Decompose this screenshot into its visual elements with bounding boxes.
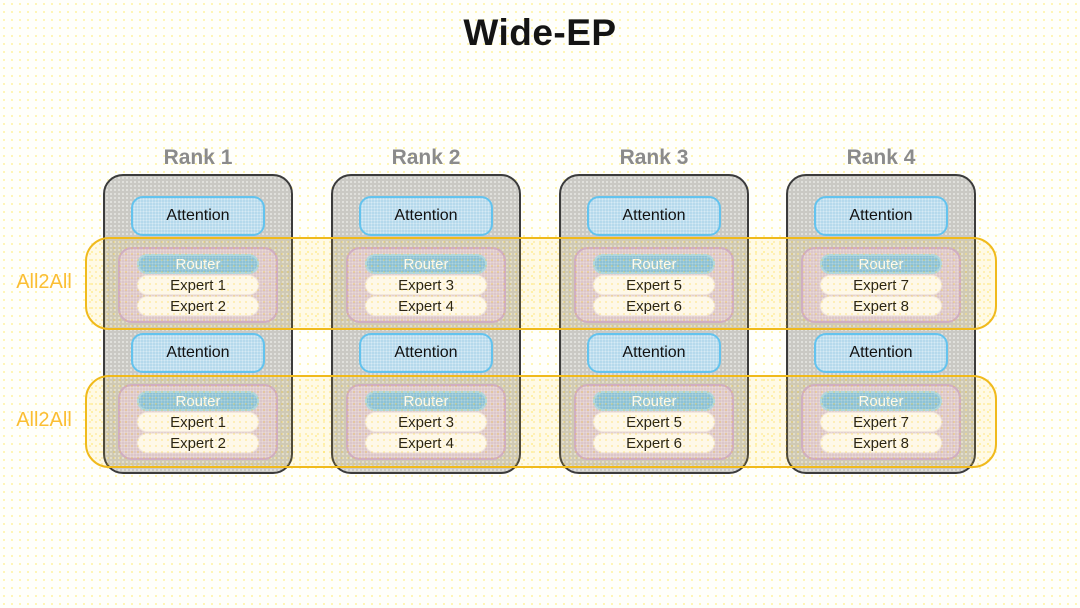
router-block: Router bbox=[365, 391, 487, 411]
attention-block: Attention bbox=[814, 196, 948, 236]
page-title: Wide-EP bbox=[463, 12, 617, 53]
rank-column-1: Rank 1 Attention Router Expert 1 Expert … bbox=[103, 146, 293, 476]
moe-group: Router Expert 5 Expert 6 bbox=[574, 247, 734, 323]
expert-block: Expert 3 bbox=[365, 412, 487, 432]
rank-container: Attention Router Expert 1 Expert 2 Atten… bbox=[103, 174, 293, 474]
expert-block: Expert 4 bbox=[365, 296, 487, 316]
rank-title: Rank 3 bbox=[619, 146, 689, 169]
router-block: Router bbox=[593, 254, 715, 274]
expert-block: Expert 7 bbox=[820, 412, 942, 432]
moe-group: Router Expert 3 Expert 4 bbox=[346, 384, 506, 460]
expert-block: Expert 4 bbox=[365, 433, 487, 453]
expert-block: Expert 8 bbox=[820, 433, 942, 453]
rank-container: Attention Router Expert 7 Expert 8 Atten… bbox=[786, 174, 976, 474]
attention-block: Attention bbox=[131, 196, 265, 236]
expert-block: Expert 8 bbox=[820, 296, 942, 316]
moe-group: Router Expert 1 Expert 2 bbox=[118, 384, 278, 460]
expert-block: Expert 1 bbox=[137, 275, 259, 295]
expert-block: Expert 1 bbox=[137, 412, 259, 432]
rank-container: Attention Router Expert 3 Expert 4 Atten… bbox=[331, 174, 521, 474]
expert-block: Expert 6 bbox=[593, 433, 715, 453]
expert-block: Expert 6 bbox=[593, 296, 715, 316]
router-block: Router bbox=[365, 254, 487, 274]
rank-title: Rank 2 bbox=[391, 146, 461, 169]
moe-group: Router Expert 3 Expert 4 bbox=[346, 247, 506, 323]
rank-column-4: Rank 4 Attention Router Expert 7 Expert … bbox=[786, 146, 976, 476]
moe-group: Router Expert 1 Expert 2 bbox=[118, 247, 278, 323]
all2all-label: All2All bbox=[16, 409, 72, 431]
attention-block: Attention bbox=[359, 333, 493, 373]
expert-block: Expert 2 bbox=[137, 433, 259, 453]
router-block: Router bbox=[593, 391, 715, 411]
expert-block: Expert 3 bbox=[365, 275, 487, 295]
rank-container: Attention Router Expert 5 Expert 6 Atten… bbox=[559, 174, 749, 474]
attention-block: Attention bbox=[359, 196, 493, 236]
rank-column-2: Rank 2 Attention Router Expert 3 Expert … bbox=[331, 146, 521, 476]
attention-block: Attention bbox=[814, 333, 948, 373]
router-block: Router bbox=[137, 254, 259, 274]
attention-block: Attention bbox=[587, 196, 721, 236]
attention-block: Attention bbox=[587, 333, 721, 373]
router-block: Router bbox=[820, 254, 942, 274]
all2all-label: All2All bbox=[16, 271, 72, 293]
expert-block: Expert 5 bbox=[593, 275, 715, 295]
router-block: Router bbox=[137, 391, 259, 411]
rank-title: Rank 1 bbox=[163, 146, 233, 169]
moe-group: Router Expert 5 Expert 6 bbox=[574, 384, 734, 460]
expert-block: Expert 5 bbox=[593, 412, 715, 432]
moe-group: Router Expert 7 Expert 8 bbox=[801, 384, 961, 460]
router-block: Router bbox=[820, 391, 942, 411]
rank-column-3: Rank 3 Attention Router Expert 5 Expert … bbox=[559, 146, 749, 476]
rank-title: Rank 4 bbox=[846, 146, 916, 169]
expert-block: Expert 7 bbox=[820, 275, 942, 295]
attention-block: Attention bbox=[131, 333, 265, 373]
moe-group: Router Expert 7 Expert 8 bbox=[801, 247, 961, 323]
expert-block: Expert 2 bbox=[137, 296, 259, 316]
